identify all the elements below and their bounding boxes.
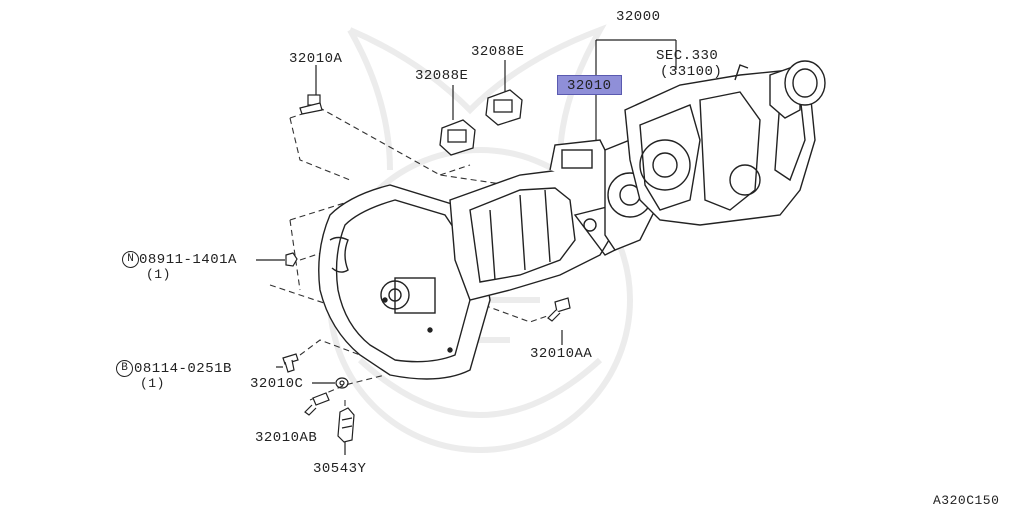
label-32088e-upper[interactable]: 32088E <box>471 44 525 60</box>
output-housing <box>769 60 826 119</box>
label-32010[interactable]: 32010 <box>567 78 612 94</box>
figure-code: A320C150 <box>933 493 1000 508</box>
label-32010ab[interactable]: 32010AB <box>255 430 318 446</box>
label-32010c[interactable]: 32010C <box>250 376 304 392</box>
transfer-case <box>624 64 816 226</box>
bolt-32010aa <box>547 297 571 322</box>
transmission-case <box>449 139 626 301</box>
label-32010aa[interactable]: 32010AA <box>530 346 593 362</box>
bolt-symbol-icon: B <box>116 360 133 377</box>
nut-08911 <box>285 252 298 267</box>
mount-32088e-lower <box>439 119 476 156</box>
label-sec-330[interactable]: SEC.330 <box>656 48 719 64</box>
bolt-08114 <box>282 353 299 373</box>
label-32000[interactable]: 32000 <box>616 9 661 25</box>
label-32088e-lower[interactable]: 32088E <box>415 68 469 84</box>
bell-housing <box>318 184 491 380</box>
label-32010a[interactable]: 32010A <box>289 51 343 67</box>
label-sec-33100: (33100) <box>660 64 723 80</box>
pin-30543y <box>337 407 355 443</box>
bolt-32010ab <box>304 392 330 416</box>
label-08114-0251b[interactable]: 08114-0251B <box>134 361 232 377</box>
highlighted-part-box <box>557 75 622 95</box>
bolt-32010a <box>299 94 323 115</box>
label-nut-qty: (1) <box>146 267 171 282</box>
mount-32088e-upper <box>485 89 523 126</box>
washer-32010c <box>335 377 349 389</box>
nut-symbol-icon: N <box>122 251 139 268</box>
label-08911-1401a[interactable]: 08911-1401A <box>139 252 237 268</box>
label-30543y[interactable]: 30543Y <box>313 461 367 477</box>
label-bolt-qty: (1) <box>140 376 165 391</box>
